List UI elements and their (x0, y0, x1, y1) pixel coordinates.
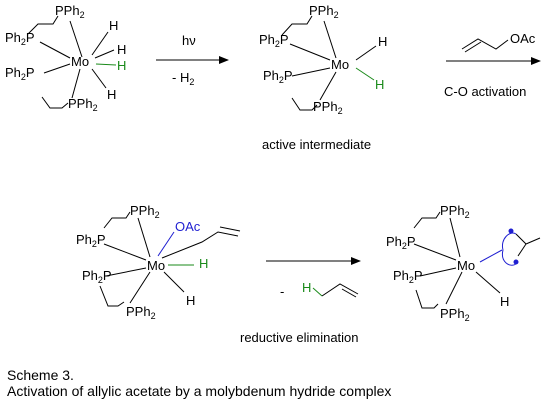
bond (413, 211, 441, 229)
mo-label: Mo (331, 57, 349, 72)
photolysis-condition: hν (182, 33, 196, 48)
scheme-caption: Activation of allylic acetate by a molyb… (7, 383, 391, 399)
bond-allyl (161, 231, 239, 259)
pph2-label: PPh2 (126, 304, 156, 321)
pph2-label: PPh2 (68, 96, 98, 113)
acetate-ring (501, 232, 517, 266)
bond (163, 271, 185, 293)
bond (419, 267, 457, 277)
bond (289, 43, 331, 61)
propene-skeleton (321, 283, 359, 297)
bond (91, 68, 107, 89)
scheme-number: Scheme 3. (7, 367, 74, 383)
bond (445, 271, 463, 305)
bond (103, 243, 147, 261)
ph2p-label: Ph2P (386, 234, 416, 251)
h2-loss-label: - H2 (172, 70, 194, 87)
h-label-highlight: H (117, 58, 126, 73)
ph2p-label: Ph2P (76, 232, 106, 249)
h-label: H (500, 294, 509, 309)
ph2p-label: Ph2P (5, 30, 35, 47)
allyl-acetate-skeleton (461, 38, 509, 50)
bond (91, 31, 109, 56)
bond-oac (157, 231, 175, 257)
h-label: H (109, 18, 118, 33)
allyl-double-bond (219, 226, 241, 232)
reductive-elimination-label: reductive elimination (240, 330, 359, 345)
acetate-carbon (515, 233, 541, 257)
bond (281, 15, 313, 36)
mo-label: Mo (457, 258, 475, 273)
bond (413, 243, 457, 261)
pph2-label: PPh2 (440, 203, 470, 220)
pph2-label: PPh2 (130, 203, 160, 220)
h-label: H (186, 293, 195, 308)
h-label: H (107, 87, 116, 102)
mo-label: Mo (71, 54, 89, 69)
oac-label: OAc (175, 219, 201, 234)
ph2p-label: Ph2P (82, 268, 112, 285)
bond (39, 41, 71, 59)
oac-label: OAc (510, 31, 536, 46)
ph2p-label: Ph2P (5, 65, 35, 82)
pph2-label: PPh2 (309, 3, 339, 20)
bond (449, 217, 461, 258)
bond (105, 267, 147, 277)
bond (323, 20, 337, 59)
arrow-photolysis: hν - H2 (156, 33, 229, 87)
bond-acetate (479, 249, 503, 263)
bond (475, 271, 501, 294)
bond-hydride (312, 287, 323, 297)
co-activation-label: C-O activation (444, 84, 526, 99)
bond (137, 217, 151, 258)
arrow-co-activation: OAc C-O activation (444, 31, 541, 99)
ph2p-label: Ph2P (259, 32, 289, 49)
complex-allyl-acetate-product: PPh2 Ph2P Mo Ph2P H PPh2 (386, 203, 541, 323)
bond (129, 271, 151, 304)
ph2p-label: Ph2P (393, 268, 423, 285)
bond (319, 71, 337, 101)
h-label: H (378, 34, 387, 49)
bond (291, 97, 318, 111)
propene-double-bond (341, 288, 357, 298)
allyl-double-bond (464, 41, 482, 53)
bond (415, 289, 439, 309)
bond (94, 49, 115, 59)
ph2p-label: Ph2P (263, 68, 293, 85)
complex-moh4-dppe2: PPh2 Ph2P Mo H H H Ph2P H PPh2 (5, 3, 126, 113)
complex-active-intermediate: PPh2 Ph2P Mo H Ph2P H PPh2 active interm… (259, 3, 387, 152)
bond-hydride (355, 67, 375, 81)
acetate-oxygen-top (508, 228, 514, 234)
bond (99, 285, 125, 307)
complex-allyl-acetate-hydride: PPh2 OAc Ph2P Mo H Ph2P H PPh2 (76, 203, 241, 321)
bond (291, 67, 331, 77)
bond (43, 63, 71, 74)
mo-label: Mo (147, 258, 165, 273)
bond (71, 68, 81, 99)
pph2-label: PPh2 (313, 99, 343, 116)
arrow-reductive-elimination: - H reductive elimination (240, 257, 361, 345)
pph2-label: PPh2 (55, 3, 85, 20)
bond (27, 15, 59, 35)
bond (41, 96, 69, 109)
bond (103, 211, 131, 229)
h-label-highlight: H (375, 77, 384, 92)
active-intermediate-label: active intermediate (262, 137, 371, 152)
h-label-highlight: H (199, 256, 208, 271)
h-label: H (117, 42, 126, 57)
pph2-label: PPh2 (440, 306, 470, 323)
bond (355, 45, 377, 61)
h-label-highlight: H (302, 280, 311, 295)
minus-sign: - (280, 284, 284, 299)
bond-hydride (95, 63, 117, 66)
bond (69, 20, 83, 58)
acetate-oxygen-bottom (513, 259, 519, 265)
